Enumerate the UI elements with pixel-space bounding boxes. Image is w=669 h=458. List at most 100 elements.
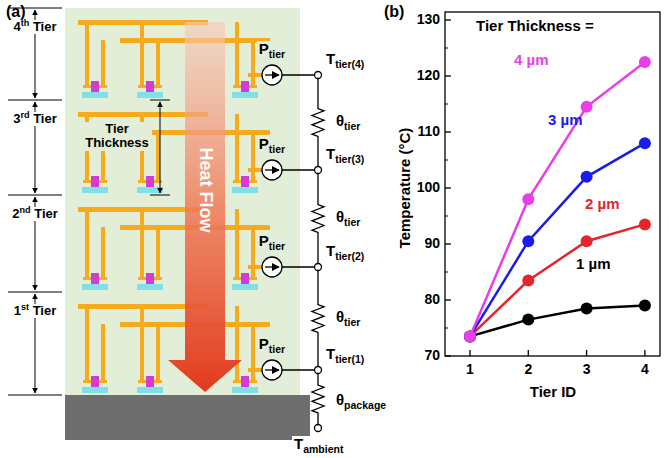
thickness-span [160, 102, 161, 193]
tier-label: 4th Tier [11, 20, 58, 34]
resistance-label: θtier [334, 309, 362, 326]
superscript: nd [19, 205, 30, 215]
device-gate [146, 176, 154, 187]
series-line [470, 62, 645, 336]
y-tick [445, 355, 451, 356]
via [156, 132, 160, 182]
x-tick [586, 350, 587, 356]
subscript: tier [269, 143, 285, 155]
power-source [262, 257, 282, 277]
y-tick-label: 110 [417, 124, 440, 139]
heat-flow-arrow [168, 22, 242, 392]
via [140, 209, 144, 279]
contact [249, 180, 257, 183]
resistor-symbol [312, 271, 324, 367]
y-tick [445, 75, 451, 76]
via [156, 40, 160, 87]
data-marker [639, 56, 651, 68]
package-block [65, 395, 310, 440]
device-active [232, 92, 258, 98]
tier-label: 2nd Tier [10, 207, 60, 221]
via [101, 227, 105, 279]
contact [83, 180, 91, 183]
device-gate [91, 176, 99, 187]
source-arrow [265, 369, 279, 370]
data-marker [464, 330, 476, 342]
device-active [232, 284, 258, 290]
thickness-tick [150, 195, 170, 196]
x-tick [528, 350, 529, 356]
y-tick-label: 120 [417, 68, 440, 83]
subscript: tier(2) [335, 250, 364, 262]
data-marker [581, 171, 593, 183]
resistance-label: θtier [334, 209, 362, 226]
via [251, 227, 255, 279]
subscript: tier(1) [335, 353, 364, 365]
subscript: tier(4) [335, 58, 364, 70]
thermal-circuit [262, 65, 324, 432]
contact [233, 180, 241, 183]
contact [138, 85, 146, 88]
via [251, 132, 255, 182]
node-dot [315, 72, 322, 79]
tier-boundary [8, 395, 62, 396]
subscript: tier [269, 240, 285, 252]
node-dot [315, 367, 322, 374]
device-gate [91, 273, 99, 284]
node-dot [315, 167, 322, 174]
via [101, 40, 105, 87]
contact [233, 277, 241, 280]
power-source [262, 360, 282, 380]
y-tick-label: 70 [424, 348, 440, 363]
superscript: rd [20, 110, 29, 120]
power-source [262, 65, 282, 85]
legend-title: Tier Thickness = [476, 18, 594, 35]
temperature-node-label: Ttier(2) [324, 243, 366, 260]
contact [138, 380, 146, 383]
series-label: 3 µm [548, 112, 583, 129]
y-tick [445, 131, 451, 132]
tier-boundary [8, 195, 62, 196]
device-gate [146, 273, 154, 284]
y-minor-tick [445, 272, 448, 273]
temperature-node-label: Ttier(1) [324, 346, 366, 363]
resistance-label: θpackage [334, 392, 388, 409]
power-label: Ptier [257, 136, 287, 153]
y-tick [445, 299, 451, 300]
device-gate [91, 81, 99, 92]
via [85, 209, 89, 279]
data-marker [522, 235, 534, 247]
contact [249, 277, 257, 280]
source-arrow [265, 266, 279, 267]
contact [233, 380, 241, 383]
tier-boundary [8, 100, 62, 101]
x-tick-label: 4 [641, 362, 649, 377]
via [140, 306, 144, 382]
via [85, 306, 89, 382]
device-gate [241, 376, 249, 387]
y-tick-label: 80 [424, 292, 440, 307]
resistor-symbol [312, 374, 324, 425]
y-tick-label: 100 [417, 180, 440, 195]
wire [282, 266, 315, 267]
resistor-symbol [312, 79, 324, 167]
contact [83, 380, 91, 383]
subscript: package [344, 399, 386, 411]
device-gate [146, 81, 154, 92]
device-active [137, 187, 163, 193]
source-arrow [265, 74, 279, 75]
plot-series [445, 20, 651, 356]
y-tick-label: 130 [417, 12, 440, 27]
panel-letter: (b) [384, 3, 404, 21]
resistor-symbol [312, 174, 324, 264]
wire [282, 74, 315, 75]
via [251, 40, 255, 87]
series-label: 2 µm [585, 196, 620, 213]
subscript: tier [344, 216, 360, 228]
device-active [137, 284, 163, 290]
x-tick-label: 3 [583, 362, 591, 377]
node-dot [315, 264, 322, 271]
tier-stack-ground [65, 8, 300, 395]
data-marker [639, 137, 651, 149]
power-source [262, 160, 282, 180]
